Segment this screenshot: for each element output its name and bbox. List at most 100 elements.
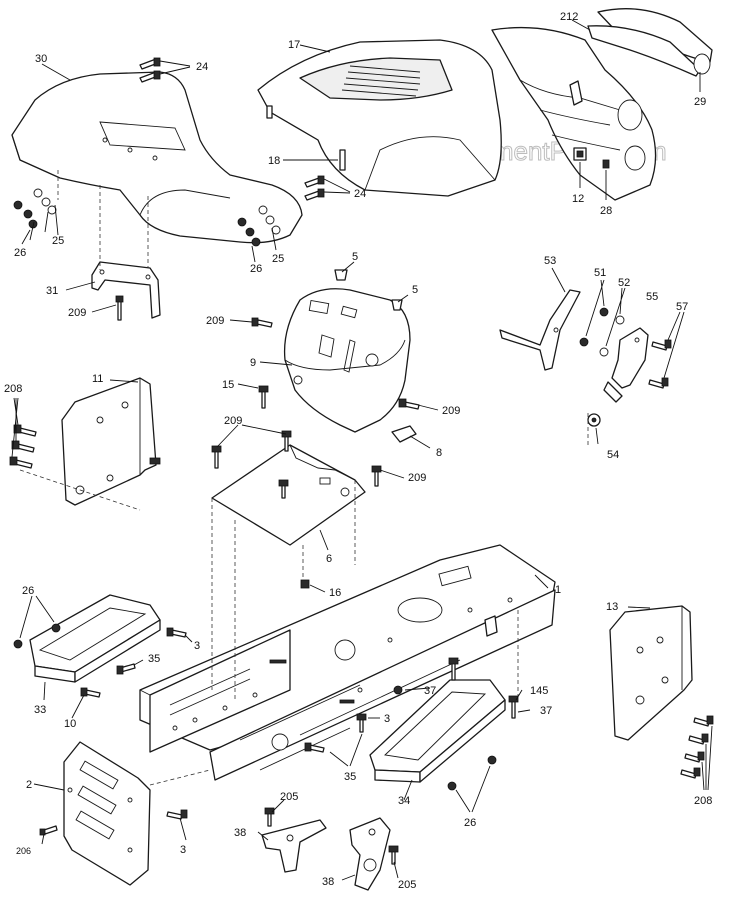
label-33: 33: [34, 704, 46, 716]
part-28-fastener: [602, 159, 610, 169]
part-9-dash-panel: [283, 288, 411, 433]
part-57-bolts: [648, 311, 685, 389]
part-212-hood-grille: [491, 26, 657, 201]
part-34-footrest-right: [369, 679, 506, 783]
label-26-footrest-right: 26: [464, 817, 476, 829]
part-209-bolt-31: [115, 295, 124, 321]
label-12: 12: [572, 193, 584, 205]
part-26-nuts-left: [13, 595, 61, 649]
label-209-plate-right: 209: [408, 472, 426, 484]
label-3-mid: 3: [384, 713, 390, 725]
label-3-rear: 3: [180, 844, 186, 856]
label-11: 11: [92, 373, 103, 385]
part-11-side-panel-left: [61, 377, 161, 506]
part-labels: 30 24 17 212 29 18 24 12 28 26 25 26 25 …: [4, 11, 712, 891]
label-26-left: 26: [14, 247, 26, 259]
part-54-knob: [587, 413, 601, 427]
part-26-nuts-right: [447, 755, 497, 813]
label-28: 28: [600, 205, 612, 217]
label-38-b: 38: [322, 876, 334, 888]
part-10-bolt: [80, 687, 101, 698]
label-52: 52: [618, 277, 630, 289]
label-5-a: 5: [352, 251, 358, 263]
part-8-clip: [391, 425, 417, 443]
label-9: 9: [250, 357, 256, 369]
label-2: 2: [26, 779, 32, 791]
part-17-hood: [257, 39, 502, 197]
part-24-bolts-mid: [304, 175, 351, 201]
label-34: 34: [398, 795, 410, 807]
label-212: 212: [560, 11, 578, 23]
label-208-right: 208: [694, 795, 712, 807]
label-145: 145: [530, 685, 548, 697]
part-205-bolts: [264, 807, 399, 865]
label-25-left: 25: [52, 235, 64, 247]
part-2-rear-plate: [63, 741, 151, 886]
part-206-screw: [39, 825, 58, 836]
part-209-bolt-dash-right: [398, 398, 420, 410]
label-209-dash-left: 209: [206, 315, 224, 327]
label-13: 13: [606, 601, 618, 613]
label-10: 10: [64, 718, 76, 730]
label-18: 18: [268, 155, 280, 167]
part-24-bolts-top: [139, 57, 191, 83]
label-209-dash-right: 209: [442, 405, 460, 417]
label-26-right: 26: [250, 263, 262, 275]
label-17: 17: [288, 39, 300, 51]
label-37-b: 37: [540, 705, 552, 717]
part-16-grommet: [300, 579, 310, 589]
alignment-lines: [19, 170, 589, 786]
part-5-knobs: [334, 269, 403, 311]
part-26-25-fasteners-right: [237, 205, 281, 263]
part-51-52-washers: [579, 279, 626, 357]
label-3-left: 3: [194, 640, 200, 652]
part-29-headlight-panel: [587, 8, 713, 77]
part-33-footrest-left: [29, 594, 161, 683]
part-38-bracket-left: [261, 819, 327, 873]
part-38-bracket-right: [349, 817, 391, 891]
label-16: 16: [329, 587, 341, 599]
label-leaders: [33, 19, 701, 881]
label-53: 53: [544, 255, 556, 267]
part-53-bracket: [499, 289, 581, 371]
label-206: 206: [16, 846, 31, 856]
label-31: 31: [46, 285, 58, 297]
label-54: 54: [607, 449, 619, 461]
part-55-lever-bracket: [603, 327, 649, 403]
label-51: 51: [594, 267, 606, 279]
label-205-a: 205: [280, 791, 298, 803]
part-35-bolt-left: [116, 663, 136, 675]
label-1: 1: [555, 584, 561, 596]
part-208-bolts-left: [9, 397, 37, 469]
label-35-mid: 35: [344, 771, 356, 783]
label-29: 29: [694, 96, 706, 108]
part-15-bolt: [258, 385, 269, 409]
part-12-clip: [573, 147, 587, 161]
part-6-plate: [211, 444, 366, 546]
label-37-a: 37: [424, 685, 436, 697]
part-3-bolt-left: [166, 627, 187, 638]
label-38-a: 38: [234, 827, 246, 839]
part-3-bolt-rear: [166, 809, 188, 820]
part-37-bolts: [448, 657, 519, 719]
label-55: 55: [646, 291, 658, 303]
label-35-left: 35: [148, 653, 160, 665]
label-208-left: 208: [4, 383, 22, 395]
part-26-25-fasteners-left: [13, 188, 59, 245]
label-24-mid: 24: [354, 188, 366, 200]
label-209-bracket: 209: [68, 307, 86, 319]
part-13-side-panel-right: [609, 605, 693, 741]
label-205-b: 205: [398, 879, 416, 891]
label-25-right: 25: [272, 253, 284, 265]
part-208-bolts-right: [680, 715, 714, 791]
label-57: 57: [676, 301, 688, 313]
part-209-bolts-plate: [211, 430, 382, 499]
part-3-35-bolts-mid: [304, 685, 403, 767]
part-30-rear-fender: [11, 71, 303, 244]
part-18-insert: [339, 149, 346, 171]
part-209-bolt-dash-left: [251, 317, 273, 328]
label-30: 30: [35, 53, 47, 65]
label-209-plate: 209: [224, 415, 242, 427]
label-15: 15: [222, 379, 234, 391]
